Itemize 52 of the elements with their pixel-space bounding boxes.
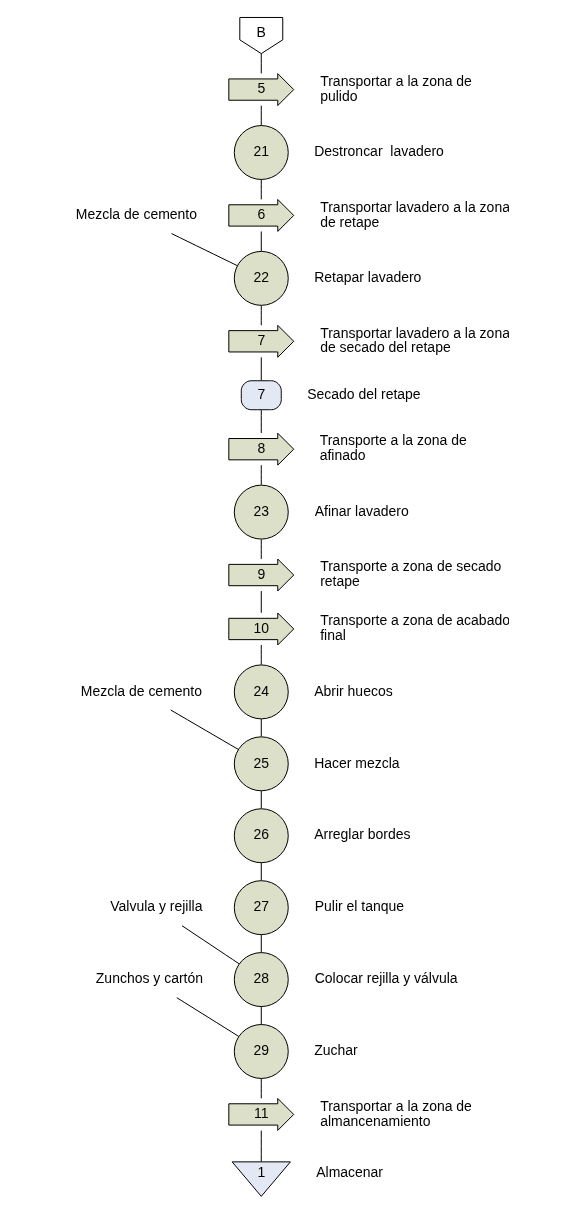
connector [260, 52, 262, 74]
node-label: Destroncar lavadero [314, 142, 444, 159]
connector [260, 861, 262, 881]
connector [260, 933, 262, 953]
connector [170, 709, 239, 750]
node-circle: 28 [233, 951, 289, 1007]
node-text: Valvula y rejilla [110, 897, 203, 914]
node-circle: 22 [233, 250, 289, 306]
node-label: Afinar lavadero [314, 502, 409, 519]
node-circle: 24 [233, 663, 289, 719]
node-label: Hacer mezcla [314, 754, 400, 771]
node-label: Almacenar [316, 1163, 383, 1180]
node-circle: 27 [233, 879, 289, 935]
connector [260, 464, 262, 485]
connector [260, 1129, 262, 1162]
node-label: Transporte a la zona de afinado [319, 431, 467, 463]
connector [260, 538, 262, 559]
connector [181, 924, 240, 964]
node-circle: 26 [233, 807, 289, 863]
connector [260, 590, 262, 613]
node-circle: 25 [233, 735, 289, 791]
node-text: Mezcla de cemento [80, 682, 202, 699]
node-label: Transportar a la zona de almancenamiento [320, 1097, 472, 1129]
connector [260, 304, 262, 326]
node-text: Zunchos y cartón [95, 969, 203, 986]
node-label: Pulir el tanque [314, 897, 405, 914]
node-label: Secado del retape [307, 385, 421, 402]
connector [260, 356, 262, 381]
node-circle: 29 [233, 1023, 289, 1079]
connector [260, 789, 262, 809]
connector [171, 232, 238, 266]
node-label: Colocar rejilla y válvula [314, 969, 458, 986]
connector [260, 230, 262, 252]
node-text: Mezcla de cemento [75, 205, 197, 222]
connector [260, 178, 262, 200]
node-label: Zuchar [314, 1041, 358, 1058]
node-label: Arreglar bordes [314, 825, 411, 842]
connector [260, 104, 262, 126]
node-label: Transportar a la zona de pulido [320, 72, 472, 104]
node-box: 7 [240, 379, 282, 410]
node-label: Transporte a zona de secado retape [320, 557, 502, 589]
connector [260, 1077, 262, 1099]
connector [260, 408, 262, 433]
node-circle: 23 [233, 484, 289, 540]
node-label: Transporte a zona de acabado final [320, 611, 510, 643]
connector [260, 1005, 262, 1025]
connector [260, 644, 262, 665]
connector [260, 717, 262, 737]
node-label: Abrir huecos [314, 682, 393, 699]
node-label: Retapar lavadero [314, 268, 422, 285]
connector [176, 996, 240, 1037]
node-circle: 21 [233, 124, 289, 180]
